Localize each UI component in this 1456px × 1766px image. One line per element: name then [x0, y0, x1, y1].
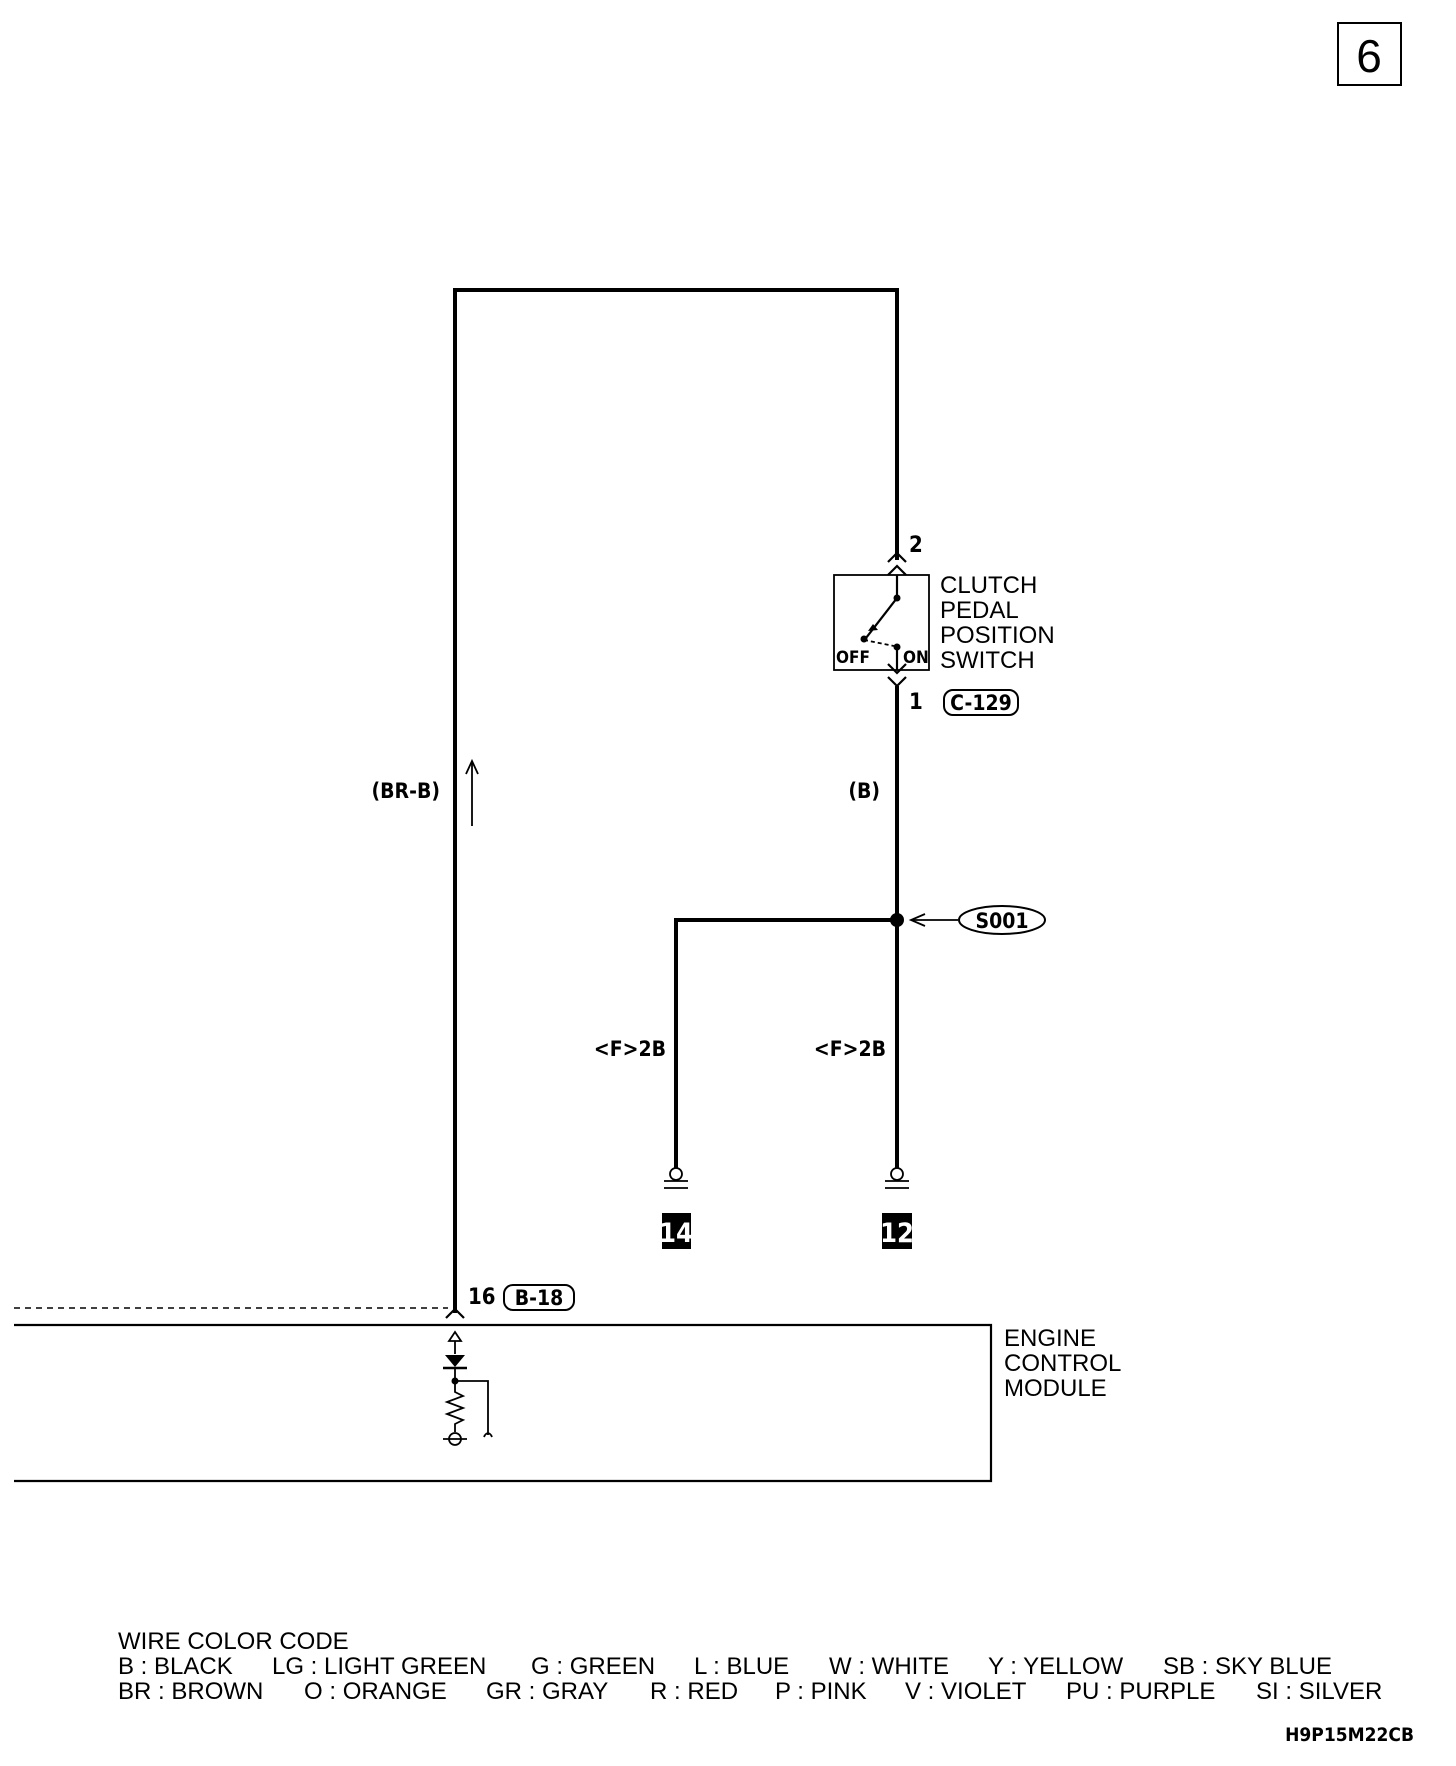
- left-wire-color-label: (BR-B): [372, 779, 440, 803]
- legend-entry: PU : PURPLE: [1066, 1678, 1215, 1705]
- legend-entry: W : WHITE: [829, 1653, 949, 1680]
- legend-entry: G : GREEN: [531, 1653, 655, 1680]
- main-wire-loop: [453, 288, 899, 1313]
- legend-title: WIRE COLOR CODE: [118, 1628, 349, 1655]
- legend-entry: L : BLUE: [694, 1653, 789, 1680]
- legend-entry: LG : LIGHT GREEN: [272, 1653, 486, 1680]
- switch-connector-tag: C-129: [943, 689, 1019, 716]
- splice-label: S001: [975, 909, 1028, 933]
- ecm-connector-tag: B-18: [503, 1284, 575, 1311]
- resistor-icon: [444, 1384, 466, 1432]
- right-wire-color-label: (B): [848, 779, 880, 803]
- ecm-internal-circuit: [443, 1330, 493, 1446]
- legend-entry: O : ORANGE: [304, 1678, 447, 1705]
- ground-icon-12: 12: [880, 1167, 914, 1249]
- sense-line: [455, 1380, 489, 1435]
- switch-name-line-4: SWITCH: [940, 647, 1035, 674]
- ecm-name-label: ENGINE CONTROL MODULE: [1004, 1325, 1121, 1402]
- legend-row-2: BR : BROWN O : ORANGE GR : GRAY R : RED …: [118, 1678, 1382, 1705]
- ground-number-12: 12: [880, 1218, 914, 1249]
- legend-entry: P : PINK: [775, 1678, 867, 1705]
- diode-icon: [445, 1355, 465, 1367]
- legend-entry: R : RED: [650, 1678, 738, 1705]
- legend-row-1: B : BLACK LG : LIGHT GREEN G : GREEN L :…: [118, 1653, 1332, 1680]
- legend-entry: BR : BROWN: [118, 1678, 263, 1705]
- switch-name-label: CLUTCH PEDAL POSITION SWITCH: [940, 572, 1055, 674]
- wire-color-code-legend: WIRE COLOR CODE B : BLACK LG : LIGHT GRE…: [118, 1628, 1382, 1705]
- ground-number-14: 14: [659, 1218, 693, 1249]
- legend-entry: V : VIOLET: [905, 1678, 1027, 1705]
- legend-entry: B : BLACK: [118, 1653, 233, 1680]
- switch-name-line-3: POSITION: [940, 622, 1055, 649]
- current-direction-arrow-icon: [465, 758, 479, 826]
- ground-icon-14: 14: [659, 1167, 693, 1249]
- legend-entry: Y : YELLOW: [988, 1653, 1124, 1680]
- page-number-box: 6: [1337, 22, 1402, 86]
- switch-on-label: ON: [903, 648, 929, 668]
- switch-name-line-2: PEDAL: [940, 597, 1019, 624]
- diagram-code: H9P15M22CB: [1285, 1724, 1414, 1746]
- branch-right-wire-label: <F>2B: [814, 1037, 886, 1061]
- ecm-name-line-1: ENGINE: [1004, 1325, 1096, 1352]
- legend-entry: GR : GRAY: [486, 1678, 608, 1705]
- splice-tag: S001: [958, 905, 1046, 935]
- splice-pointer-arrow-icon: [908, 913, 958, 927]
- legend-entry: SB : SKY BLUE: [1163, 1653, 1332, 1680]
- ecm-name-line-2: CONTROL: [1004, 1350, 1121, 1377]
- ecm-name-line-3: MODULE: [1004, 1375, 1107, 1402]
- switch-connector-label: C-129: [950, 691, 1012, 715]
- legend-entry: SI : SILVER: [1256, 1678, 1382, 1705]
- switch-off-label: OFF: [836, 648, 870, 668]
- clutch-pedal-position-switch: OFF ON: [833, 551, 930, 688]
- switch-pin-bottom: 1: [909, 690, 923, 715]
- splice-junction: [674, 913, 904, 1168]
- ecm-connector-label: B-18: [515, 1286, 564, 1310]
- page-number: 6: [1356, 30, 1382, 82]
- switch-pin-top: 2: [909, 533, 923, 558]
- ecm-connector-chevron-icon: [445, 1307, 465, 1319]
- switch-name-line-1: CLUTCH: [940, 572, 1037, 599]
- branch-left-wire-label: <F>2B: [594, 1037, 666, 1061]
- ecm-pin-number: 16: [468, 1285, 496, 1310]
- ecm-box: [14, 1323, 993, 1483]
